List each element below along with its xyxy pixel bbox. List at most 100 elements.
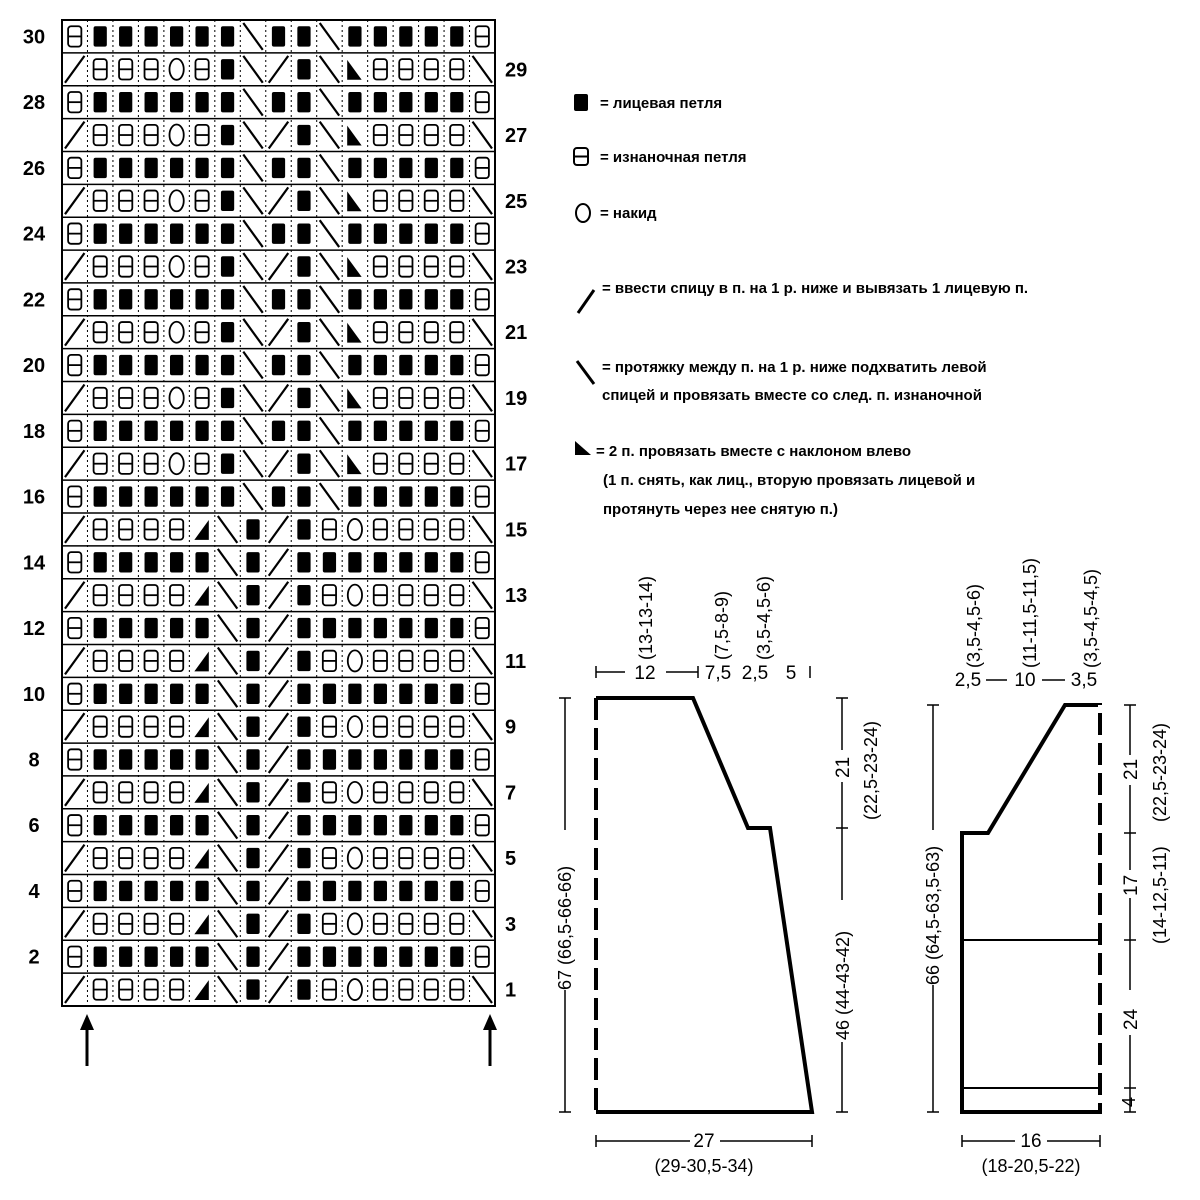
start-arrow-left-icon — [80, 1014, 94, 1066]
yarnover-icon — [575, 203, 591, 223]
knit-stitch — [373, 880, 388, 902]
backslash-stitch — [242, 88, 264, 117]
knit-stitch — [246, 847, 260, 869]
knit-stitch — [373, 354, 388, 376]
knit-stitch — [322, 815, 337, 836]
backslash-stitch — [471, 975, 493, 1004]
knit-stitch — [297, 223, 311, 244]
chart-row-1 — [64, 975, 493, 1004]
backslash-stitch — [242, 219, 264, 248]
backslash-stitch — [318, 318, 341, 347]
chart-row-29 — [64, 55, 493, 84]
slash-stitch — [267, 942, 290, 971]
knit-stitch — [450, 617, 464, 639]
back-shoulder-width: 7,5 — [705, 663, 731, 684]
knit-stitch — [297, 519, 311, 540]
backslash-stitch — [471, 909, 493, 938]
row-label-right: 29 — [505, 59, 527, 81]
decrease-right-stitch — [194, 585, 209, 606]
knit-stitch — [271, 354, 286, 376]
knit-stitch — [169, 354, 184, 376]
backslash-stitch — [242, 482, 264, 511]
back-outline — [596, 696, 815, 1114]
backslash-stitch — [242, 22, 264, 51]
decrease-left-stitch — [347, 59, 362, 80]
knit-stitch — [246, 650, 260, 672]
knit-stitch — [373, 420, 388, 442]
knit-stitch — [220, 223, 235, 244]
knit-stitch — [297, 979, 311, 1000]
backslash-stitch — [216, 679, 239, 708]
backslash-stitch — [242, 252, 264, 281]
backslash-stitch — [242, 153, 264, 182]
slash-stitch — [64, 449, 86, 478]
knit-stitch — [195, 815, 209, 836]
knit-stitch — [271, 486, 286, 507]
knit-stitch — [93, 683, 107, 704]
row-label-left: 18 — [23, 421, 45, 443]
legend-text-knit: = лицевая петля — [600, 95, 722, 112]
knit-stitch — [297, 26, 311, 47]
backslash-stitch — [318, 351, 341, 380]
knit-stitch — [119, 880, 133, 902]
knit-stitch — [450, 486, 464, 507]
knit-stitch — [195, 91, 209, 113]
knit-stitch — [297, 552, 311, 573]
knit-stitch — [144, 223, 158, 244]
knit-stitch — [144, 91, 158, 113]
knit-stitch — [220, 26, 235, 47]
knit-stitch — [348, 749, 362, 770]
knit-stitch — [93, 26, 107, 47]
knit-stitch — [297, 91, 311, 113]
knit-stitch — [169, 683, 184, 704]
chart-row-22 — [67, 285, 490, 314]
chart-row-24 — [67, 219, 490, 248]
knit-stitch — [144, 749, 158, 770]
slash-stitch — [267, 548, 290, 577]
knit-stitch — [399, 26, 413, 47]
knit-stitch — [399, 223, 413, 244]
knit-stitch — [399, 354, 413, 376]
back-height-dimension: 67 (66,5-66-66) — [555, 697, 575, 1113]
slash-stitch — [267, 55, 290, 84]
back-armhole-height-sizes: (22,5-23-24) — [861, 721, 881, 820]
knit-stitch — [399, 91, 413, 113]
knit-stitch — [322, 617, 337, 639]
slash-stitch — [64, 383, 86, 413]
chart-row-6 — [67, 811, 490, 840]
knit-stitch — [144, 617, 158, 639]
knit-stitch — [93, 815, 107, 836]
sleeve-top-middle-sizes: (11-11,5-11,5) — [1020, 558, 1040, 668]
knit-stitch — [399, 683, 413, 704]
knit-stitch — [373, 289, 388, 310]
knit-stitch — [297, 453, 311, 474]
sleeve-top-middle: 10 — [1014, 670, 1035, 691]
knit-stitch — [297, 782, 311, 803]
decrease-left-stitch — [347, 125, 362, 146]
backslash-stitch — [471, 120, 493, 150]
knit-stitch — [220, 157, 235, 179]
knit-stitch — [348, 91, 362, 113]
backslash-stitch — [216, 646, 239, 675]
row-label-right: 19 — [505, 388, 527, 410]
knit-stitch — [373, 486, 388, 507]
backslash-stitch — [471, 515, 493, 544]
knit-stitch — [424, 552, 438, 573]
knit-stitch — [93, 223, 107, 244]
knit-stitch — [144, 552, 158, 573]
knit-stitch — [246, 749, 260, 770]
row-label-left: 6 — [28, 815, 39, 837]
decrease-left-stitch — [347, 454, 362, 475]
knit-stitch — [424, 683, 438, 704]
decrease-left-stitch — [347, 388, 362, 409]
knit-stitch — [169, 486, 184, 507]
legend-text-slash: = ввести спицу в п. на 1 р. ниже и вывяз… — [602, 280, 1028, 297]
slash-stitch — [267, 679, 290, 708]
legend-text-backslash-2: спицей и провязать вместе со след. п. из… — [602, 387, 982, 404]
chart-cells — [64, 22, 493, 1004]
yarnover-stitch — [346, 780, 363, 804]
slash-stitch — [267, 515, 290, 544]
knit-stitch — [169, 552, 184, 573]
row-label-left: 30 — [23, 26, 45, 48]
